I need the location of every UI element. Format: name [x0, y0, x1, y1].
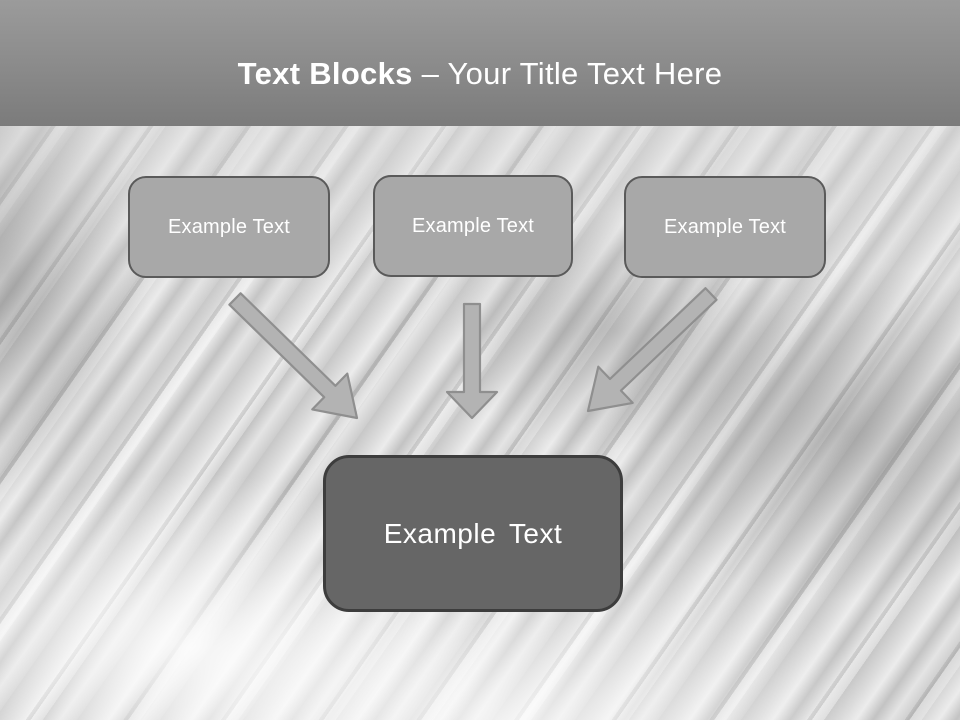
slide-title-rest: – Your Title Text Here	[412, 56, 723, 91]
slide-title-emphasis: Text Blocks	[237, 56, 413, 91]
text-block-1[interactable]: Example Text	[128, 176, 330, 278]
text-block-1-label: Example Text	[167, 215, 291, 238]
summary-block[interactable]: Example Text	[323, 455, 623, 612]
slide-title[interactable]: Text Blocks – Your Title Text Here	[238, 56, 723, 92]
title-bar: Text Blocks – Your Title Text Here	[0, 0, 960, 126]
text-block-3-label: Example Text	[663, 215, 787, 238]
text-block-3[interactable]: Example Text	[624, 176, 826, 278]
summary-block-label: Example Text	[383, 517, 563, 549]
arrow-down-right-icon[interactable]	[228, 292, 359, 420]
text-block-2-label: Example Text	[411, 214, 535, 237]
arrow-down-left-icon[interactable]	[586, 287, 718, 413]
text-block-2[interactable]: Example Text	[373, 175, 573, 277]
arrow-down-icon[interactable]	[445, 302, 499, 420]
